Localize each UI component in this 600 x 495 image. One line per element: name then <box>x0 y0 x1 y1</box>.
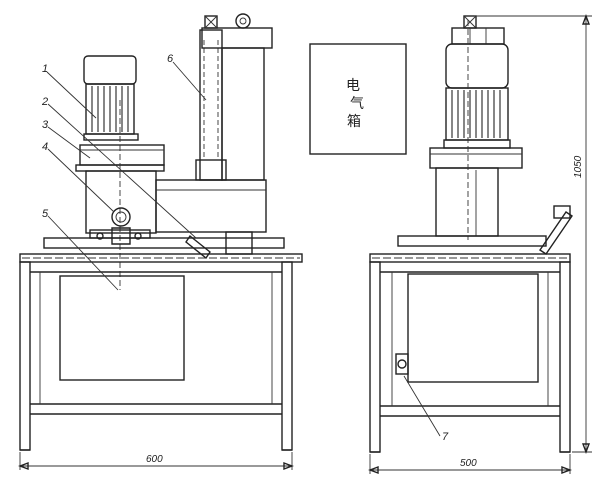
side-view: 7 500 1050 <box>368 14 592 475</box>
height-dimension: 1050 <box>474 14 592 454</box>
side-valve <box>539 205 573 255</box>
front-width-label: 600 <box>146 454 163 465</box>
front-gauge <box>111 207 131 227</box>
front-callouts: 1 2 3 4 5 6 <box>41 53 207 291</box>
front-width-dimension: 600 <box>18 452 294 471</box>
electric-box: 电 气 箱 <box>309 43 407 155</box>
side-top-fittings <box>451 15 505 45</box>
side-frame <box>369 261 571 453</box>
label-2: 2 <box>41 96 48 108</box>
front-view: 600 1 2 3 4 5 6 <box>18 13 303 471</box>
electric-box-char-3: 箱 <box>347 114 361 130</box>
front-table <box>19 237 303 263</box>
label-4: 4 <box>42 141 48 153</box>
side-width-dimension: 500 <box>368 454 572 475</box>
side-width-label: 500 <box>460 458 477 469</box>
height-label: 1050 <box>573 155 584 178</box>
front-frame <box>19 261 293 451</box>
label-6: 6 <box>167 53 174 65</box>
label-5: 5 <box>42 208 49 220</box>
front-motor <box>83 55 139 141</box>
side-housing <box>429 20 523 240</box>
electric-box-char-1: 电 <box>346 78 360 94</box>
front-column <box>195 13 273 181</box>
label-1: 1 <box>42 63 48 75</box>
label-7: 7 <box>442 431 449 443</box>
label-3: 3 <box>42 119 49 131</box>
side-table <box>369 235 571 263</box>
side-motor <box>443 43 511 149</box>
front-arm <box>155 179 267 260</box>
side-drain-fitting <box>395 353 409 375</box>
electric-box-char-2: 气 <box>350 96 364 112</box>
